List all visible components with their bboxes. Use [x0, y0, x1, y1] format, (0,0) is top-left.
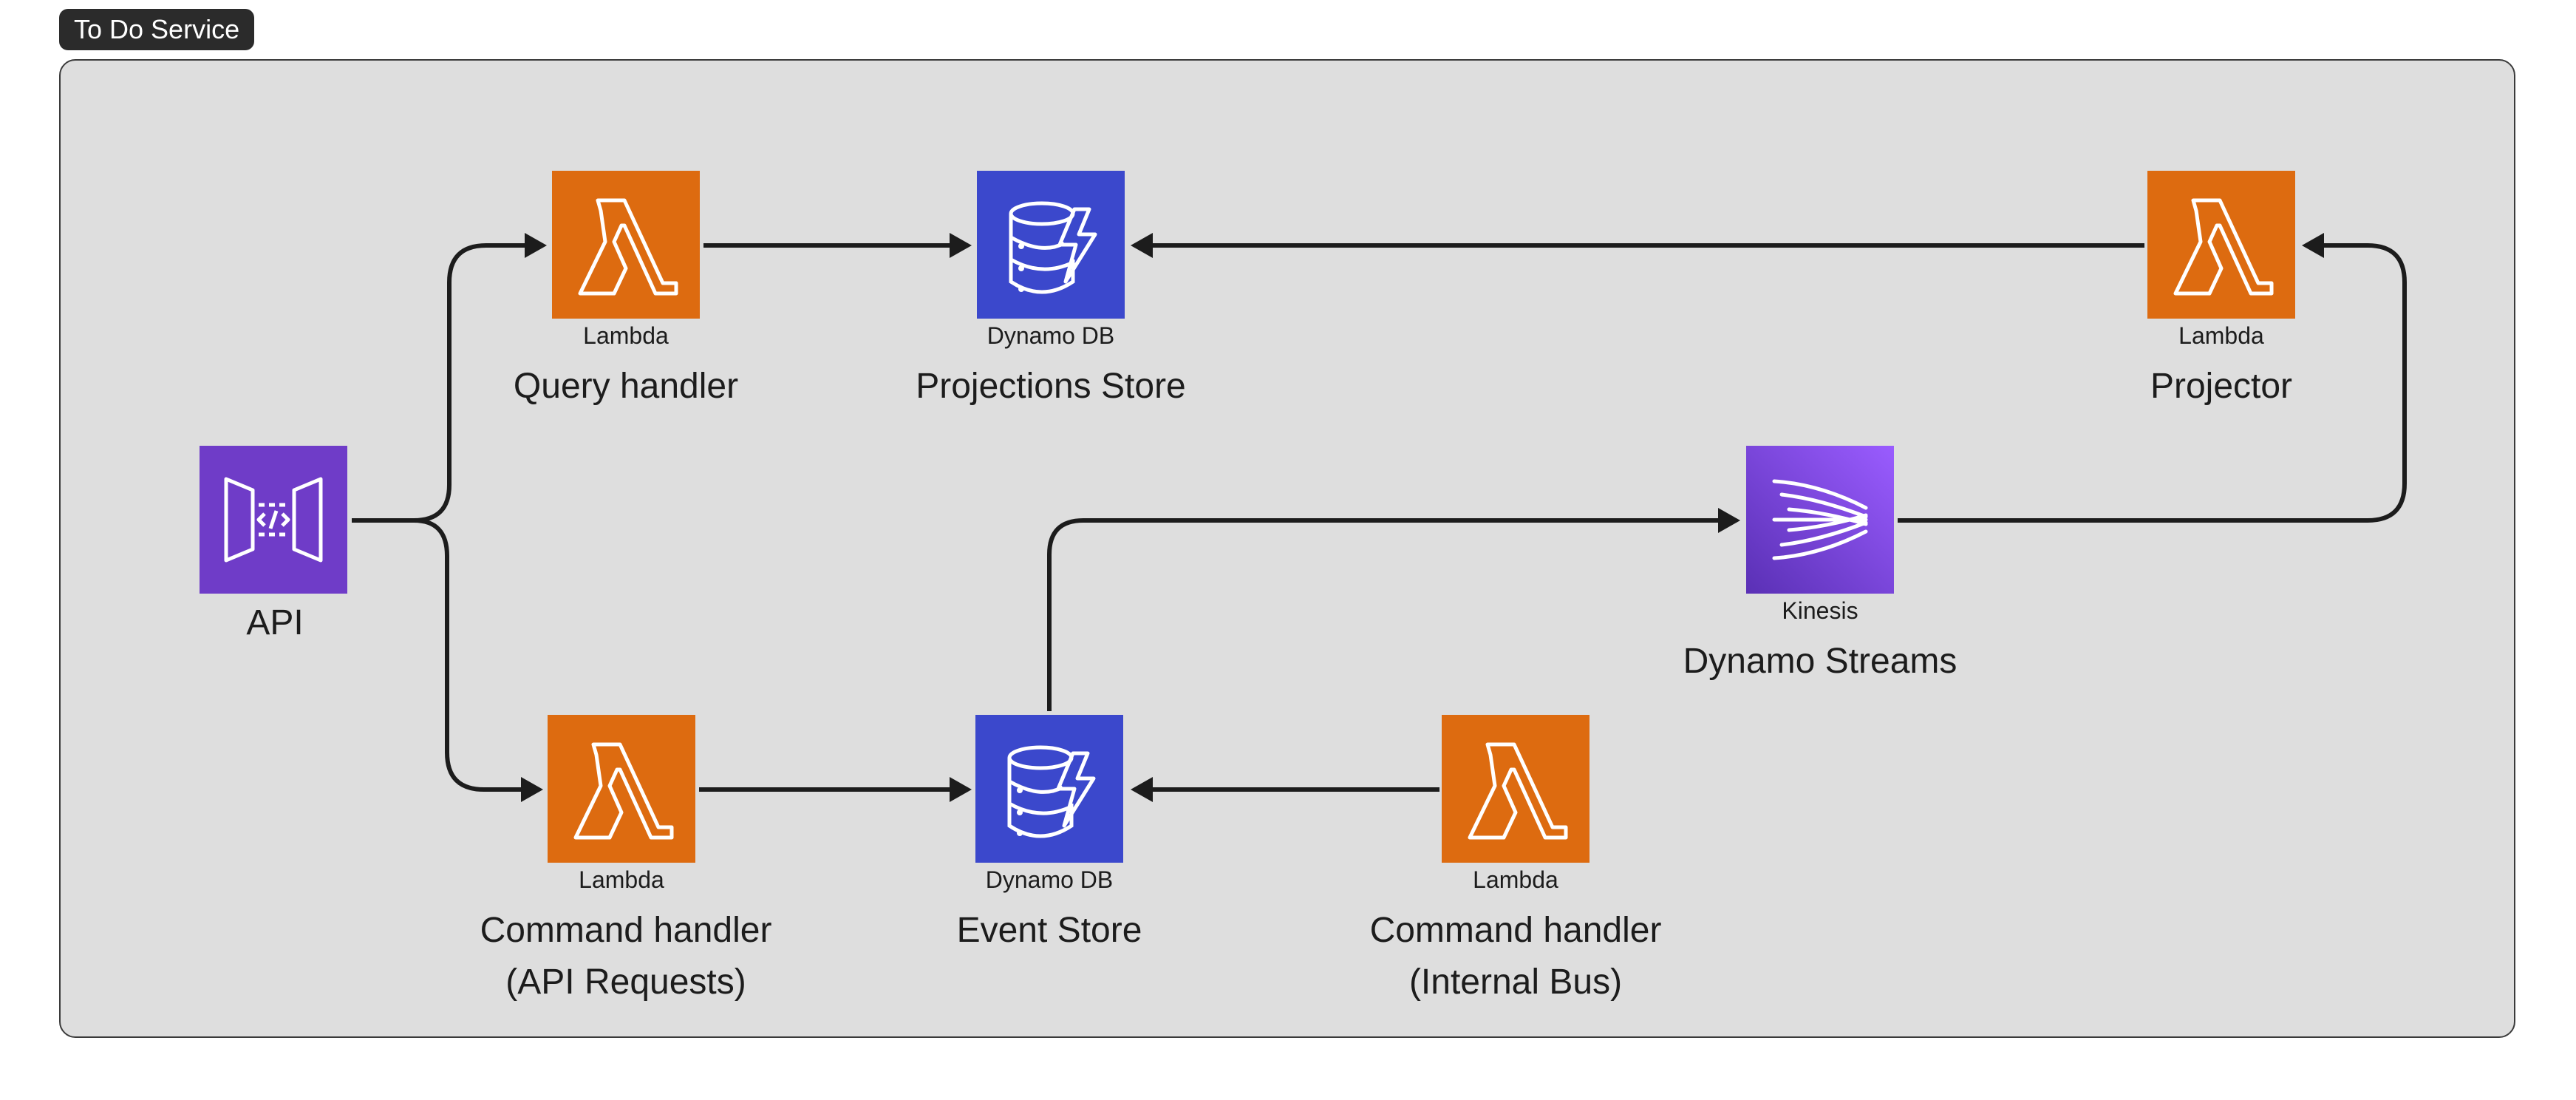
service-type-label: Dynamo DB: [985, 866, 1114, 893]
service-type-label: Kinesis: [1782, 597, 1858, 624]
service-type-label: Lambda: [1473, 866, 1558, 893]
arrowhead: [950, 777, 972, 802]
arrow-event-store-to-kinesis: [1047, 518, 1737, 711]
arrowhead: [521, 777, 543, 802]
group-title: To Do Service: [59, 9, 255, 50]
dynamo-streams-label: Dynamo Streams: [1683, 642, 1957, 681]
arrowhead: [2302, 233, 2324, 258]
projector-lambda-node[interactable]: [2147, 171, 2295, 319]
dynamodb-icon: [975, 715, 1123, 863]
arrow-api-to-command-handler: [413, 518, 539, 792]
api-label: API: [246, 603, 304, 642]
command-handler-bus-lambda-node[interactable]: [1442, 715, 1589, 863]
service-type-label: Lambda: [579, 866, 664, 893]
kinesis-icon: [1746, 446, 1894, 594]
query-handler-label: Query handler: [513, 367, 739, 406]
command-handler-api-lambda-node[interactable]: [548, 715, 695, 863]
command-handler-api-label-line2: (API Requests): [505, 962, 746, 1002]
arrowhead: [1131, 233, 1153, 258]
command-handler-bus-label-line1: Command handler: [1369, 911, 1662, 950]
projections-store-label: Projections Store: [916, 367, 1186, 406]
service-type-label: Lambda: [2178, 322, 2264, 349]
arrowhead: [1718, 508, 1740, 533]
service-type-label: Dynamo DB: [987, 322, 1115, 349]
lambda-icon: [1442, 715, 1589, 863]
lambda-icon: [2147, 171, 2295, 319]
projections-store-dynamodb-node[interactable]: [977, 171, 1125, 319]
dynamo-streams-kinesis-node[interactable]: [1746, 446, 1894, 594]
command-handler-bus-label-line2: (Internal Bus): [1408, 962, 1623, 1002]
api-gateway-node[interactable]: [200, 446, 347, 594]
command-handler-api-label-line1: Command handler: [480, 911, 772, 950]
arrowhead: [1131, 777, 1153, 802]
event-store-dynamodb-node[interactable]: [975, 715, 1123, 863]
query-handler-lambda-node[interactable]: [552, 171, 700, 319]
event-store-label: Event Store: [956, 911, 1142, 950]
lambda-icon: [552, 171, 700, 319]
dynamodb-icon: [977, 171, 1125, 319]
arrowhead: [950, 233, 972, 258]
api-gateway-icon: [200, 446, 347, 594]
lambda-icon: [548, 715, 695, 863]
arrowhead: [525, 233, 547, 258]
group-container: [59, 59, 2515, 1038]
arrow-api-to-query-handler: [352, 243, 543, 523]
arrow-kinesis-to-projector: [1898, 243, 2407, 523]
service-type-label: Lambda: [583, 322, 669, 349]
projector-label: Projector: [2150, 367, 2293, 406]
